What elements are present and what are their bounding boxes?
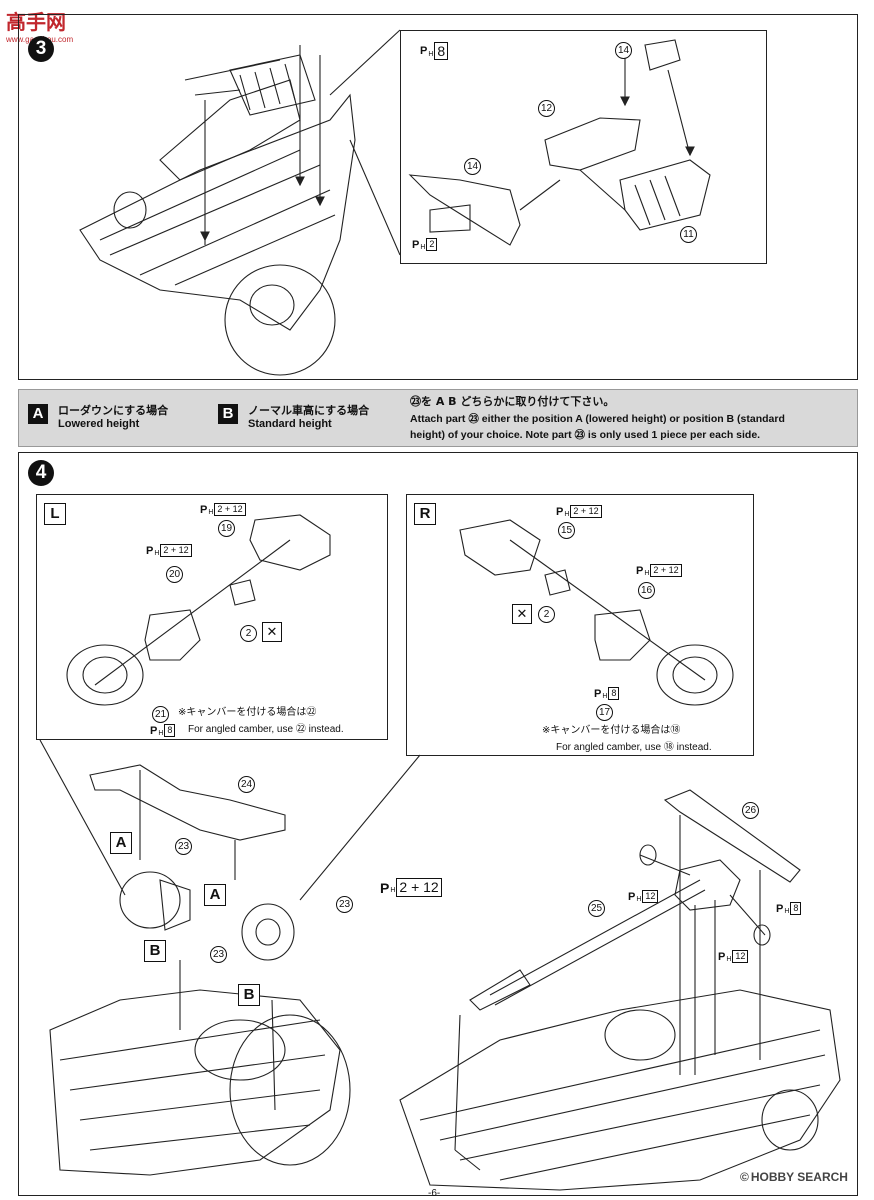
- step3-number: 3: [28, 36, 54, 62]
- right-paint-top-value: 2 + 12: [570, 505, 602, 518]
- logo-text: HOBBY SEARCH: [750, 1170, 848, 1184]
- left-paint-bottom-value: 8: [164, 724, 176, 737]
- step3-detail-frame: [400, 30, 767, 264]
- left-paint-mid-value: 2 + 12: [160, 544, 192, 557]
- banner-a-letter: A: [28, 404, 48, 424]
- right-note-en: For angled camber, use ⑱ instead.: [556, 742, 712, 753]
- banner-note-jp: ㉓を A B どちらかに取り付けて下さい。: [410, 395, 615, 408]
- part-16: 16: [638, 582, 655, 599]
- pos-b-left: B: [144, 940, 166, 962]
- lower-paint-main-value: 2 + 12: [396, 878, 442, 897]
- banner-a-en: Lowered height: [58, 418, 140, 430]
- part-17: 17: [596, 704, 613, 721]
- lower-paint-12a-value: 12: [642, 890, 659, 903]
- step4-number: 4: [28, 460, 54, 486]
- cement-icon-left: ✕: [262, 622, 282, 642]
- part-12: 12: [538, 100, 555, 117]
- left-note-jp: ※キャンバーを付ける場合は㉒: [178, 707, 317, 718]
- right-panel: [406, 494, 754, 756]
- part-13: 14: [615, 42, 632, 59]
- position-banner: [18, 389, 858, 447]
- right-paint-mid-value: 2 + 12: [650, 564, 682, 577]
- part-23-a-left: 23: [175, 838, 192, 855]
- step3-frame: [18, 14, 858, 380]
- part-25: 25: [588, 900, 605, 917]
- part-23-right: 23: [336, 896, 353, 913]
- banner-note-en-2: height) of your choice. Note part ㉓ is o…: [410, 429, 761, 441]
- banner-b-en: Standard height: [248, 418, 332, 430]
- left-note-en: For angled camber, use ㉒ instead.: [188, 724, 344, 735]
- part-2-left: 2: [240, 625, 257, 642]
- banner-b-letter: B: [218, 404, 238, 424]
- part-14: 14: [464, 158, 481, 175]
- part-26: 26: [742, 802, 759, 819]
- hobby-search-logo: © HOBBY SEARCH: [740, 1170, 848, 1184]
- page-number: -6-: [428, 1188, 441, 1199]
- right-paint-bottom-value: 8: [608, 687, 620, 700]
- pos-a-left: A: [110, 832, 132, 854]
- banner-a-jp: ローダウンにする場合: [58, 404, 169, 417]
- step4-frame: [18, 452, 858, 1196]
- part-23-b-left: 23: [210, 946, 227, 963]
- right-note-jp: ※キャンバーを付ける場合は⑱: [542, 725, 681, 736]
- part-2-right: 2: [538, 606, 555, 623]
- pos-b-right: B: [238, 984, 260, 1006]
- part-20: 20: [166, 566, 183, 583]
- left-panel-side: L: [44, 503, 66, 525]
- cement-icon-right: ✕: [512, 604, 532, 624]
- part-21: 21: [152, 706, 169, 723]
- lower-paint-12b-value: 12: [732, 950, 749, 963]
- left-paint-top-value: 2 + 12: [214, 503, 246, 516]
- part-11: 11: [680, 226, 697, 243]
- pos-a-right: A: [204, 884, 226, 906]
- step3-paint-small-value: 2: [426, 238, 438, 251]
- banner-note-en-1: Attach part ㉓ either the position A (low…: [410, 413, 785, 425]
- part-24: 24: [238, 776, 255, 793]
- part-15: 15: [558, 522, 575, 539]
- right-panel-side: R: [414, 503, 436, 525]
- lower-paint-8-value: 8: [790, 902, 802, 915]
- step3-paint-value: 8: [434, 42, 449, 60]
- banner-b-jp: ノーマル車高にする場合: [248, 404, 370, 417]
- part-19: 19: [218, 520, 235, 537]
- left-panel: [36, 494, 388, 740]
- copyright-symbol: ©: [740, 1170, 749, 1184]
